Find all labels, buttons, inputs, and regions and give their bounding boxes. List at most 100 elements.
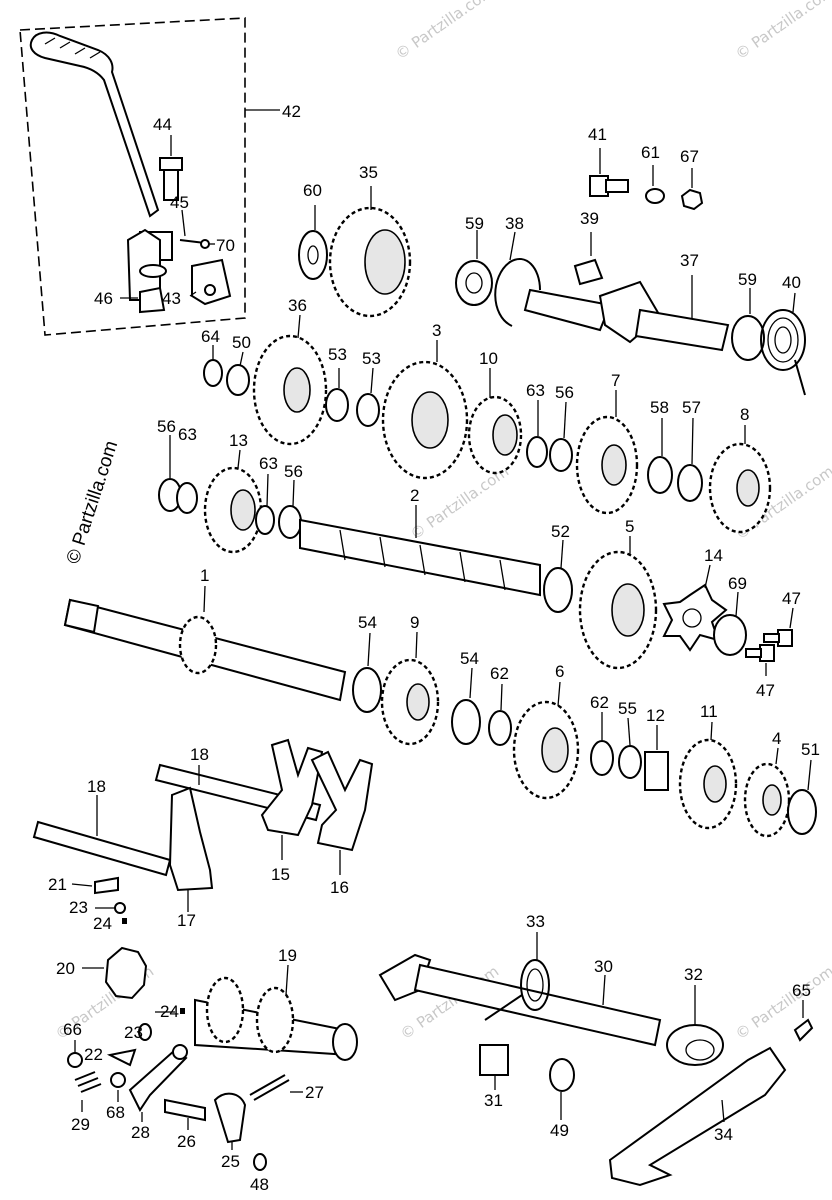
leader-34: [721, 1099, 725, 1123]
callout-56-a: 56: [555, 383, 574, 402]
gear-9-hub: [406, 683, 430, 721]
spring-40-coil: [767, 317, 799, 363]
clip-24-a: [122, 918, 127, 924]
washer-60: [298, 230, 328, 280]
watermark: © Partzilla.com: [392, 0, 497, 63]
callout-62-a: 62: [490, 664, 509, 683]
callout-53-b: 53: [362, 349, 381, 368]
spring-33: [520, 959, 550, 1011]
callout-46: 46: [94, 289, 113, 308]
gear-36-hub: [283, 367, 311, 413]
callout-57: 57: [682, 398, 701, 417]
callout-38: 38: [505, 214, 524, 233]
leader-53-b: [370, 367, 374, 394]
spring-33-coil: [526, 968, 544, 1002]
mainshaft-2-splines: [339, 529, 506, 591]
callout-53-a: 53: [328, 345, 347, 364]
callout-40: 40: [782, 273, 801, 292]
circlip-38: [494, 258, 541, 327]
callout-25: 25: [221, 1152, 240, 1171]
sprocket-14-hub: [682, 608, 702, 628]
callout-70: 70: [216, 236, 235, 255]
washer-68: [110, 1072, 126, 1088]
washer-53-a: [325, 388, 349, 422]
leader-45: [181, 209, 186, 237]
watermark: © Partzilla.com: [732, 962, 832, 1043]
callout-56-c: 56: [284, 462, 303, 481]
callout-37: 37: [680, 251, 699, 270]
callout-63-b: 63: [178, 425, 197, 444]
callout-59-left: 59: [465, 214, 484, 233]
shift-drum-19-cam-b: [255, 986, 295, 1054]
spring-40: [760, 309, 806, 371]
countershaft-1-spline-end: [63, 598, 100, 634]
callout-36: 36: [288, 296, 307, 315]
shift-drum-19-end: [332, 1023, 358, 1061]
callout-67: 67: [680, 147, 699, 166]
leader-4: [775, 747, 779, 765]
leader-50: [239, 351, 244, 367]
leader-9: [415, 631, 418, 659]
oil-seal-32-inner: [685, 1039, 715, 1061]
leader-51: [807, 759, 812, 791]
callout-35: 35: [359, 163, 378, 182]
callout-56-b: 56: [157, 417, 176, 436]
callout-69: 69: [728, 574, 747, 593]
clamp-43-hole: [204, 284, 216, 296]
callout-3: 3: [432, 321, 441, 340]
washer-59-right: [731, 315, 765, 361]
leader-6: [557, 681, 561, 707]
washer-58: [647, 456, 673, 494]
callout-5: 5: [625, 517, 634, 536]
clamp-43: [191, 258, 232, 306]
stopper-arm-28: [128, 1048, 188, 1112]
callout-6: 6: [555, 662, 564, 681]
leader-13: [237, 449, 241, 469]
callout-4: 4: [772, 729, 781, 748]
kick-grip-ridges: [44, 37, 101, 59]
callout-51: 51: [801, 740, 820, 759]
leader-21: [71, 883, 93, 887]
gearshift-pedal-34: [608, 1046, 787, 1187]
washer-50: [226, 364, 250, 396]
collar-46: [139, 286, 166, 314]
kick-starter-group: [19, 17, 280, 336]
watermark: © Partzilla.com: [732, 0, 832, 63]
circlip-63-b: [176, 482, 198, 514]
kick-starter-arm: [29, 31, 160, 218]
spring-33-arm: [484, 994, 523, 1021]
leader-1: [203, 585, 206, 613]
lock-washer-57: [677, 464, 703, 502]
callout-63-a: 63: [526, 381, 545, 400]
shift-drum-group: [67, 946, 358, 1171]
leader-36: [297, 314, 301, 339]
shift-fork-17: [168, 786, 214, 892]
leader-56-c: [292, 479, 295, 507]
callout-68: 68: [106, 1103, 125, 1122]
washer-60-hole: [307, 245, 319, 265]
callout-33: 33: [526, 912, 545, 931]
gearshift-spindle-30: [413, 963, 662, 1047]
leader-40: [792, 292, 796, 313]
callout-18-lower: 18: [87, 777, 106, 796]
leader-56-a: [563, 401, 567, 439]
washer-61: [645, 188, 665, 204]
shaft-1-gear: [178, 615, 218, 675]
circlip-64: [203, 359, 223, 387]
callout-28: 28: [131, 1123, 150, 1142]
circlip-63-c: [255, 505, 275, 535]
pin-45-end: [200, 239, 210, 249]
callout-23-a: 23: [69, 898, 88, 917]
shift-forks-group: [32, 738, 374, 924]
callout-49: 49: [550, 1121, 569, 1140]
leader-54-b: [469, 667, 473, 699]
bolt-41-shank: [605, 179, 629, 193]
callout-24-b: 24: [160, 1002, 179, 1021]
callout-60: 60: [303, 181, 322, 200]
callout-52: 52: [551, 522, 570, 541]
plate-22: [106, 1048, 137, 1067]
callout-15: 15: [271, 865, 290, 884]
callout-64: 64: [201, 327, 220, 346]
callout-65: 65: [792, 981, 811, 1000]
gear-6-hub: [541, 727, 569, 773]
